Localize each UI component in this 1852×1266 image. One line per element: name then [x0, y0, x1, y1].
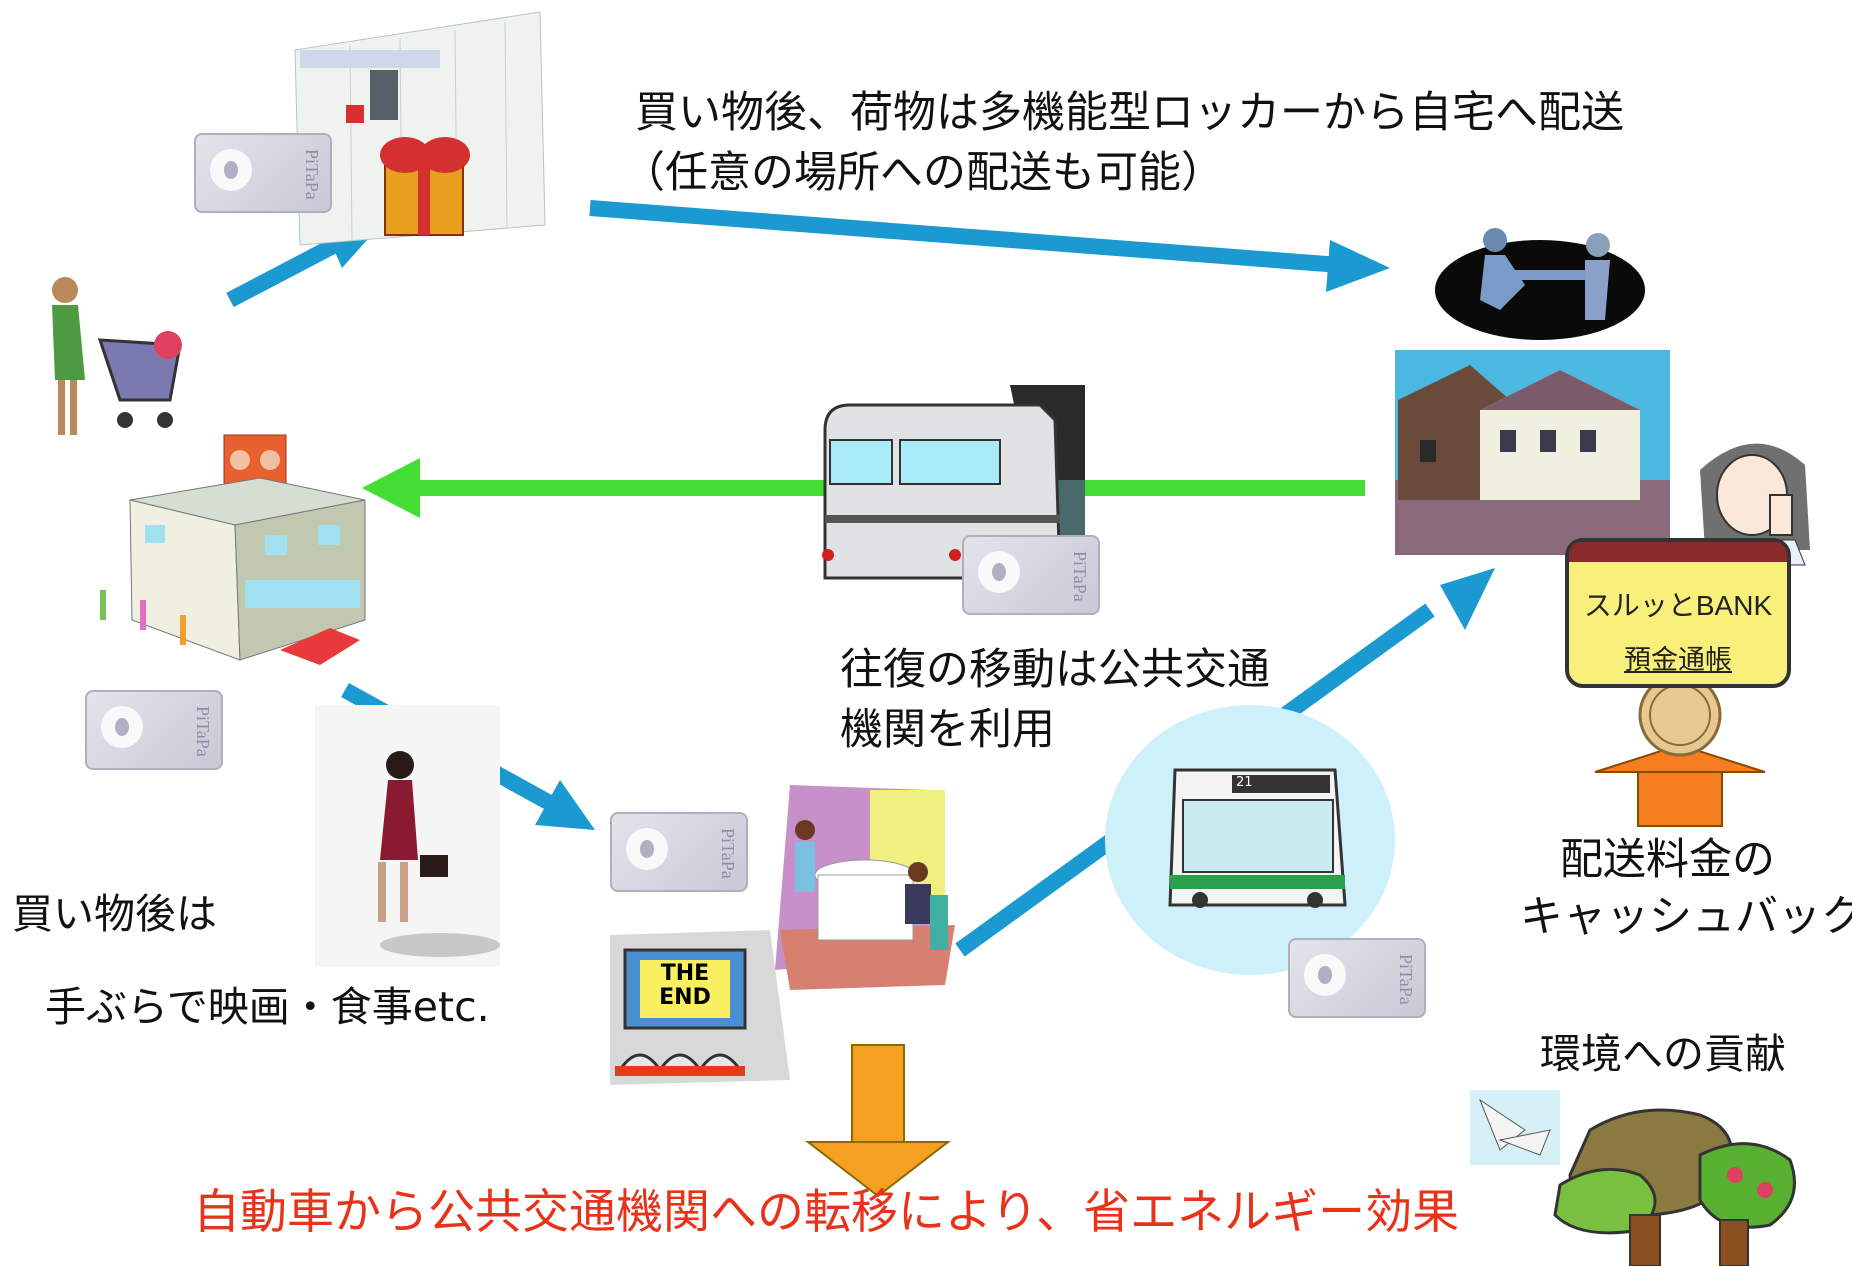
- bus-route-number: 21: [1236, 775, 1253, 790]
- pitapa-logo-icon: [978, 551, 1020, 593]
- pitapa-card-train: PiTaPa: [962, 535, 1100, 615]
- pitapa-logo-icon: [1304, 954, 1346, 996]
- dining-illustration: [775, 785, 955, 990]
- pitapa-card-store: PiTaPa: [85, 690, 223, 770]
- card-brand-label: PiTaPa: [1070, 551, 1090, 602]
- shopper-illustration: [52, 277, 182, 435]
- locker-illustration: [294, 11, 546, 246]
- pitapa-logo-icon: [101, 706, 143, 748]
- after-shop-text-line2: 手ぶらで映画・食事etc.: [45, 983, 490, 1031]
- delivery-text-line2: （任意の場所への配送も可能）: [622, 148, 1224, 198]
- trees-illustration: [1553, 1108, 1796, 1266]
- bank-card: スルッとBANK 預金通帳: [1565, 538, 1791, 688]
- gift-box-illustration: [380, 137, 470, 236]
- cashback-text-line1: 配送料金の: [1560, 835, 1775, 885]
- card-brand-label: PiTaPa: [193, 706, 213, 757]
- commute-text-line2: 機関を利用: [840, 705, 1055, 755]
- card-stripe: [1569, 542, 1787, 562]
- card-brand-label: PiTaPa: [302, 149, 322, 200]
- arrow-locker-to-home: [589, 200, 1390, 292]
- arrow-energy-down: [805, 1044, 951, 1198]
- pitapa-card-dining: PiTaPa: [610, 812, 748, 892]
- cashback-text-line2: キャッシュバック: [1520, 892, 1852, 942]
- after-shop-text-line1: 買い物後は: [12, 890, 217, 938]
- bus-illustration: [1105, 705, 1395, 975]
- businesswoman-illustration: [315, 705, 500, 967]
- bank-name: スルッとBANK: [1583, 590, 1773, 621]
- commute-text-line1: 往復の移動は公共交通: [840, 645, 1270, 695]
- card-brand-label: PiTaPa: [1396, 954, 1416, 1005]
- passbook-label: 預金通帳: [1624, 645, 1732, 676]
- pitapa-card-locker: PiTaPa: [194, 133, 332, 213]
- dove-illustration: [1470, 1090, 1560, 1165]
- movie-sign-text: THE END: [659, 961, 711, 1010]
- pitapa-logo-icon: [626, 828, 668, 870]
- pitapa-logo-icon: [210, 149, 252, 191]
- arrow-cashback-up: [1594, 743, 1766, 827]
- houses-illustration: [1395, 350, 1670, 555]
- handshake-illustration: [1435, 228, 1645, 340]
- store-building-illustration: [100, 434, 366, 665]
- delivery-text-line1: 買い物後、荷物は多機能型ロッカーから自宅へ配送: [635, 88, 1624, 138]
- card-brand-label: PiTaPa: [718, 828, 738, 879]
- pitapa-card-bus: PiTaPa: [1288, 938, 1426, 1018]
- eco-label: 環境への貢献: [1540, 1030, 1786, 1078]
- movie-screen-illustration: [610, 930, 790, 1085]
- energy-effect-text: 自動車から公共交通機関への転移により、省エネルギー効果: [193, 1185, 1460, 1240]
